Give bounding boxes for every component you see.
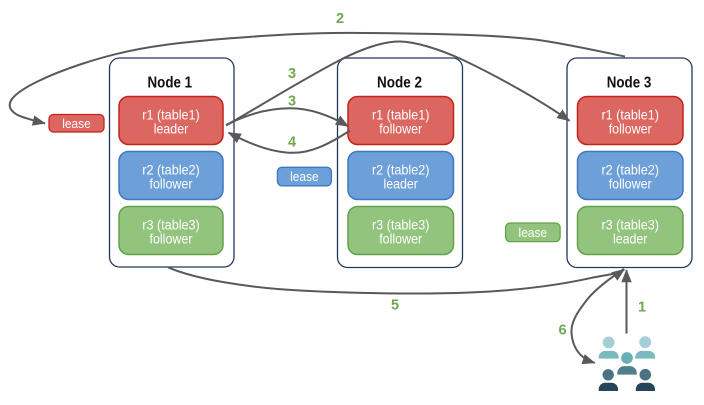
svg-text:r1 (table1): r1 (table1): [372, 108, 430, 123]
svg-text:r2 (table2): r2 (table2): [372, 163, 430, 178]
svg-text:6: 6: [558, 323, 566, 339]
svg-text:2: 2: [336, 11, 344, 27]
svg-text:follower: follower: [379, 122, 422, 137]
svg-text:follower: follower: [150, 232, 193, 247]
svg-text:r1 (table1): r1 (table1): [601, 108, 659, 123]
svg-text:leader: leader: [613, 232, 648, 247]
svg-text:4: 4: [288, 135, 296, 151]
svg-text:lease: lease: [62, 116, 91, 131]
svg-text:r2 (table2): r2 (table2): [142, 163, 200, 178]
svg-text:leader: leader: [383, 177, 418, 192]
svg-text:3: 3: [288, 94, 296, 110]
svg-text:Node 1: Node 1: [148, 74, 193, 91]
svg-text:5: 5: [391, 298, 399, 314]
svg-text:Node 2: Node 2: [377, 74, 422, 91]
svg-text:r3 (table3): r3 (table3): [601, 218, 659, 233]
svg-text:r3 (table3): r3 (table3): [142, 218, 200, 233]
svg-text:follower: follower: [379, 232, 422, 247]
svg-text:lease: lease: [290, 169, 319, 184]
svg-text:Node 3: Node 3: [607, 74, 652, 91]
svg-text:lease: lease: [519, 225, 548, 240]
svg-text:follower: follower: [150, 177, 193, 192]
svg-text:r3 (table3): r3 (table3): [372, 218, 430, 233]
svg-text:1: 1: [638, 300, 646, 316]
svg-text:follower: follower: [609, 122, 652, 137]
svg-text:r1 (table1): r1 (table1): [142, 108, 200, 123]
svg-text:leader: leader: [154, 122, 189, 137]
svg-text:r2 (table2): r2 (table2): [601, 163, 659, 178]
svg-text:follower: follower: [609, 177, 652, 192]
svg-text:3: 3: [288, 66, 296, 82]
